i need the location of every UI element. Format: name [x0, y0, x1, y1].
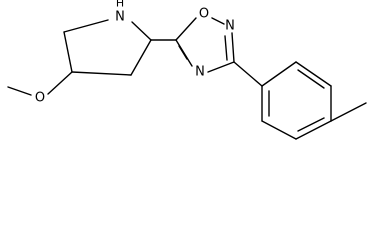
bond-ar5-ar6 [261, 120, 297, 140]
bond-ar4-ar5-inner [297, 117, 325, 132]
atom-h-pyrrolidine: H [116, 0, 124, 10]
molecule-structure: N H O O N N [7, 0, 367, 140]
bond-n4-c5ox-double [178, 45, 188, 60]
bond-n2-c3ox-double [224, 35, 228, 61]
tolyl-ring [261, 61, 332, 140]
bond-c2-c3 [130, 39, 152, 76]
atom-n-pyrrolidine: N [115, 10, 125, 25]
bond-n2-c3ox [231, 32, 235, 63]
bond-c5-n1 [63, 19, 109, 33]
bond-o1-n2 [211, 17, 225, 25]
bond-c3-c4 [71, 71, 132, 76]
atom-n-oxadiazole-top: N [225, 19, 235, 34]
bond-ar4-ch3 [330, 102, 367, 122]
bond-o-ch3 [7, 86, 32, 96]
bond-c4-o [47, 71, 73, 95]
atom-o-oxadiazole: O [199, 7, 209, 22]
bond-c4-c5 [63, 31, 73, 73]
bond-c5ox-o1 [175, 17, 197, 41]
atom-n-oxadiazole-bottom: N [195, 65, 205, 80]
methoxy-group [7, 71, 73, 96]
bond-c3ox-ar [233, 61, 263, 87]
bond-n1-c2 [131, 21, 152, 41]
oxadiazole-ring [175, 17, 235, 73]
bond-ar2-ar3 [295, 61, 332, 87]
bond-c3ox-n4 [207, 61, 235, 73]
pyrrolidine-ring [63, 19, 152, 76]
bond-ar1-ar2 [261, 61, 297, 87]
atom-o-methoxy: O [35, 91, 45, 106]
bond-ar4-ar5 [295, 120, 332, 140]
bond-ar2-ar3-inner [297, 69, 325, 89]
